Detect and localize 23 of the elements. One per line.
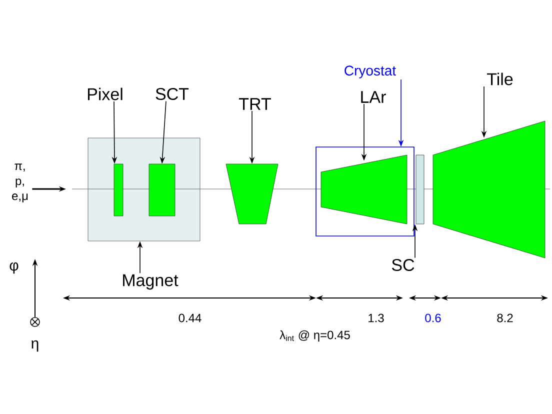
part-label: Cryostat [344,66,396,78]
part-label: Pixel [88,88,122,100]
part-label: Tile [487,72,513,86]
dimension-value: 8.2 [497,314,513,322]
dimension-caption: λ$_{int}$ @ η=0.45 [280,330,350,342]
detector-bar [114,164,124,216]
axis-label: η [32,340,38,352]
part-label: SCT [156,88,189,100]
part-label: TRT [239,98,271,110]
detector-trapezoid [432,120,546,258]
part-label: π, p, e,μ [12,164,28,202]
axis-label: φ [10,262,18,274]
part-label: Magnet [123,274,178,290]
dimension-value: 1.3 [368,314,384,322]
detector-trapezoid [226,164,278,224]
scintillator-bar [416,154,424,224]
detector-box [148,164,176,216]
dimension-value: 0.44 [178,314,202,322]
dimension-value: 0.6 [425,314,441,322]
part-label: SC [392,258,414,272]
part-label: LAr [361,91,386,103]
detector-trapezoid [320,154,408,224]
cryostat-box [316,146,414,236]
